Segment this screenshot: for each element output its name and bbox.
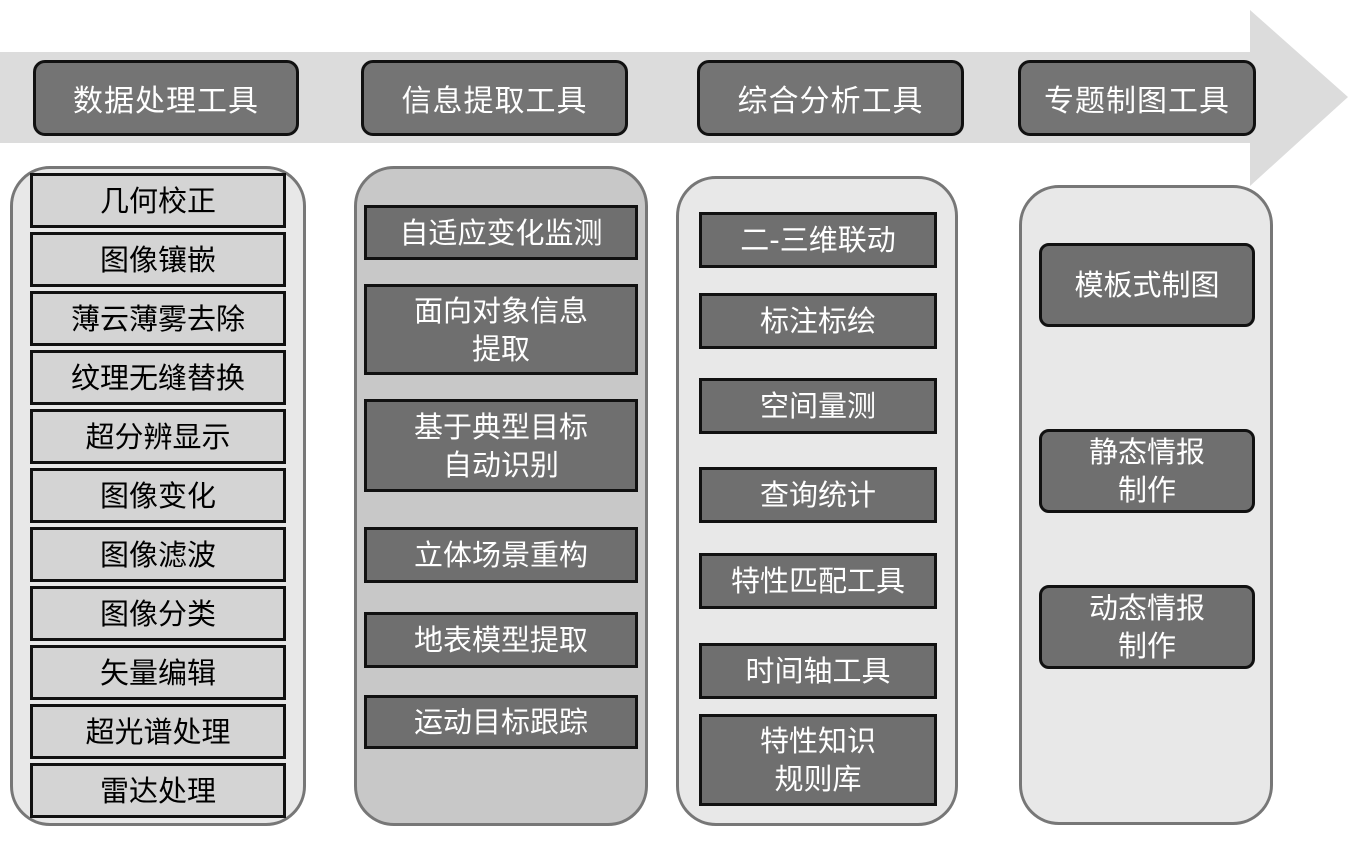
- header-data-processing: 数据处理工具: [33, 60, 299, 136]
- header-info-extraction: 信息提取工具: [361, 60, 628, 136]
- header-comprehensive-analysis: 综合分析工具: [697, 60, 964, 136]
- tool-item: 模板式制图: [1039, 243, 1255, 327]
- tool-item: 图像镶嵌: [30, 232, 286, 287]
- flow-arrow: [0, 10, 1348, 186]
- tool-item: 自适应变化监测: [364, 205, 638, 260]
- tool-item: 特性匹配工具: [699, 553, 937, 609]
- tool-item: 二-三维联动: [699, 212, 937, 268]
- tool-item: 图像滤波: [30, 527, 286, 582]
- tool-item: 特性知识 规则库: [699, 714, 937, 806]
- tool-item: 立体场景重构: [364, 527, 638, 583]
- tool-item: 运动目标跟踪: [364, 695, 638, 749]
- tool-item: 图像变化: [30, 468, 286, 523]
- tool-item: 薄云薄雾去除: [30, 291, 286, 346]
- tool-item: 面向对象信息 提取: [364, 284, 638, 375]
- tool-item: 动态情报 制作: [1039, 585, 1255, 669]
- header-thematic-mapping: 专题制图工具: [1018, 60, 1256, 136]
- tool-item: 纹理无缝替换: [30, 350, 286, 405]
- tool-item: 地表模型提取: [364, 612, 638, 668]
- tool-item: 图像分类: [30, 586, 286, 641]
- tool-item: 超光谱处理: [30, 704, 286, 759]
- tool-item: 查询统计: [699, 467, 937, 523]
- tool-item: 矢量编辑: [30, 645, 286, 700]
- tool-item: 时间轴工具: [699, 643, 937, 699]
- tool-item: 标注标绘: [699, 293, 937, 349]
- tool-item: 空间量测: [699, 378, 937, 434]
- tool-item: 静态情报 制作: [1039, 429, 1255, 513]
- flow-arrow-shape: [0, 10, 1348, 186]
- tool-item: 基于典型目标 自动识别: [364, 399, 638, 492]
- tool-item: 雷达处理: [30, 763, 286, 818]
- tool-item: 几何校正: [30, 173, 286, 228]
- tool-item: 超分辨显示: [30, 409, 286, 464]
